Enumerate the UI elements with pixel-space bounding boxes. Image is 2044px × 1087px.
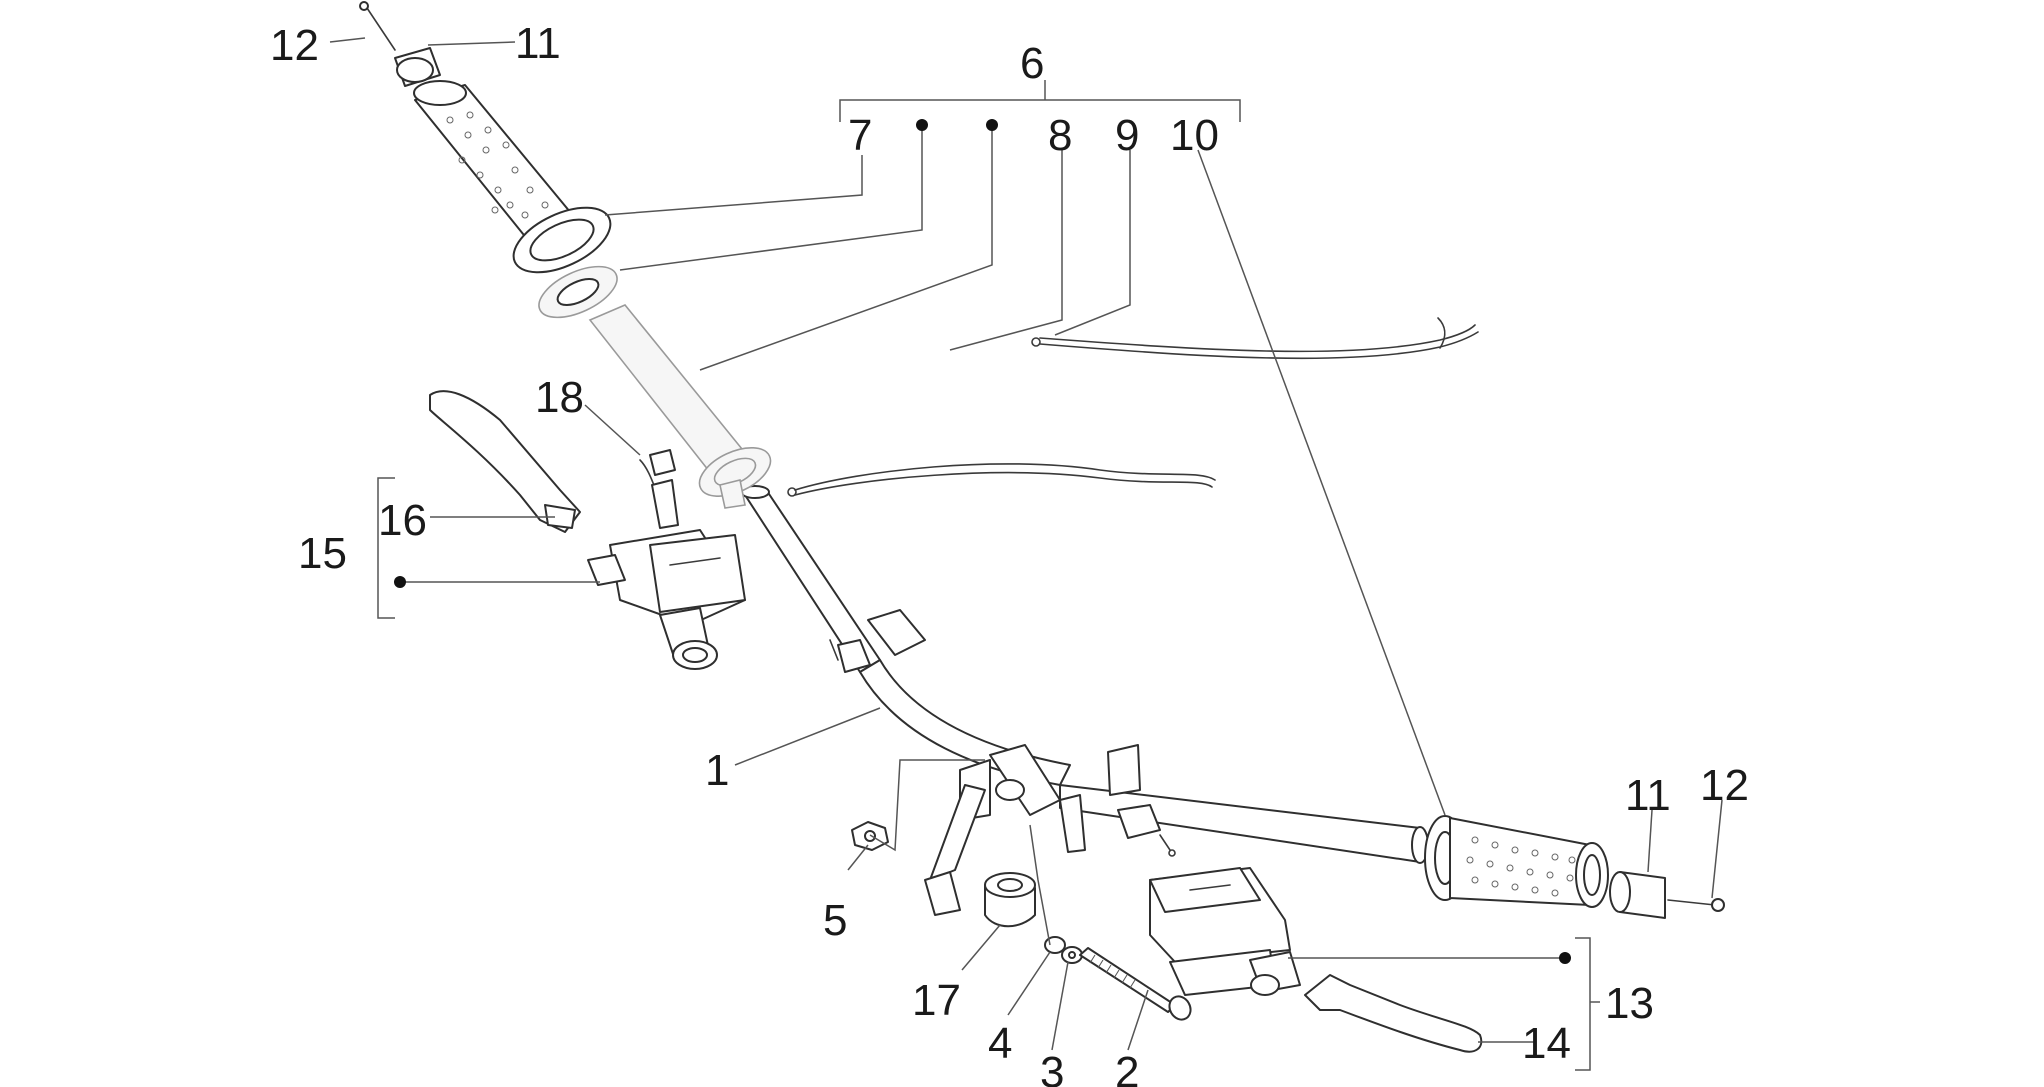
right-grip-group: [1424, 815, 1725, 919]
label-14: 14: [1522, 1019, 1571, 1068]
label-8: 8: [1048, 111, 1072, 160]
label-15: 15: [298, 529, 347, 578]
label-17: 17: [912, 976, 961, 1025]
label-3: 3: [1040, 1048, 1064, 1087]
label-12-right: 12: [1700, 761, 1749, 810]
brake-switch: [639, 449, 679, 529]
label-10: 10: [1170, 111, 1219, 160]
label-4: 4: [988, 1019, 1012, 1068]
label-11-right: 11: [1625, 771, 1671, 820]
label-7: 7: [848, 111, 872, 160]
label-16: 16: [378, 496, 427, 545]
reference-dots: [394, 119, 1571, 964]
label-5: 5: [823, 896, 847, 945]
part-labels: 12 11 6 7 8 9 10 18 16 15 1 5 17 4 3 2 1…: [270, 19, 1749, 1087]
handlebar: [740, 485, 1429, 916]
cables: [787, 317, 1479, 497]
label-9: 9: [1115, 111, 1139, 160]
label-2: 2: [1115, 1048, 1139, 1087]
label-1: 1: [705, 746, 729, 795]
left-grip-group: [359, 1, 772, 509]
label-12-top: 12: [270, 21, 319, 70]
left-master-cylinder: [429, 390, 746, 670]
right-master-cylinder: [1149, 867, 1483, 1053]
leader-lines: [329, 37, 1723, 1071]
label-6: 6: [1020, 39, 1044, 88]
label-13: 13: [1605, 979, 1654, 1028]
small-parts: [851, 821, 1192, 1021]
label-11-top: 11: [515, 19, 561, 68]
label-18: 18: [535, 373, 584, 422]
